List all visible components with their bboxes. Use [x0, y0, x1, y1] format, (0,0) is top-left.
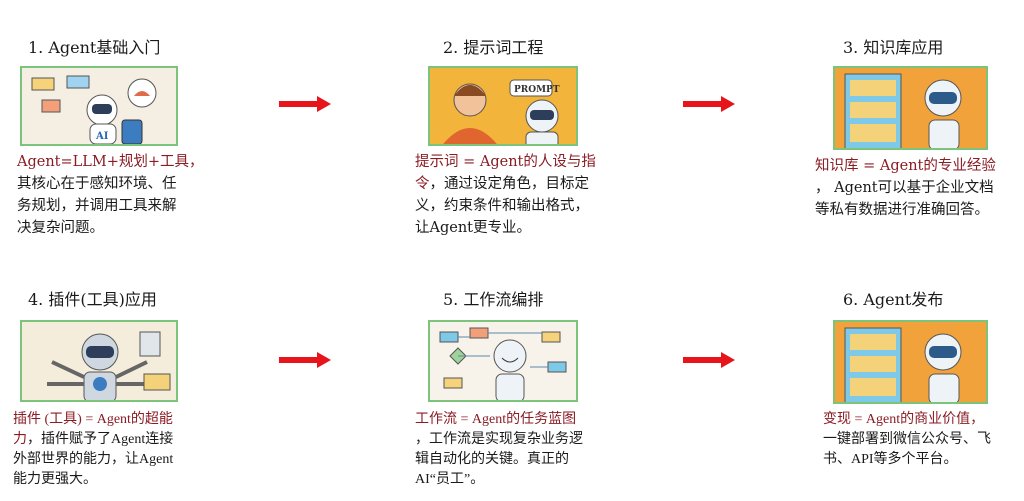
desc-line: AI“员工”。 [415, 472, 485, 487]
desc-line: 外部世界的能力，让Agent [13, 452, 174, 467]
desc-line: 能力更强大。 [13, 472, 97, 487]
arrow-right-icon [683, 352, 735, 368]
desc-line: 务规划，并调用工具来解 [17, 198, 177, 214]
arrow-right-icon [683, 96, 735, 112]
step-6-title: 6. Agent发布 [843, 290, 944, 309]
step-5-highlight: 工作流 = Agent的任务蓝图 [415, 412, 577, 427]
step-5-title: 5. 工作流编排 [443, 290, 544, 309]
desc-line: 让Agent更专业。 [415, 220, 531, 236]
step-4-highlight-end: 力 [13, 432, 27, 447]
step-3-description: 知识库 = Agent的专业经验 ， Agent可以基于企业文档 等私有数据进行… [815, 155, 996, 221]
step-1-image: AI [20, 66, 178, 146]
robot-workflow-illustration [439, 327, 567, 400]
step-1-description: Agent=LLM+规划+工具， 其核心在于感知环境、任 务规划，并调用工具来解… [17, 151, 204, 239]
step-6-description: 变现 = Agent的商业价值， 一键部署到微信公众号、飞 书、API等多个平台… [823, 410, 991, 470]
step-2-description: 提示词 = Agent的人设与指 令，通过设定角色，目标定 义，约束条件和输出格… [415, 151, 596, 239]
arrow-right-icon [279, 96, 331, 112]
step-4-image [20, 320, 178, 402]
step-2-highlight: 提示词 = Agent的人设与指 [415, 154, 596, 170]
step-5-description: 工作流 = Agent的任务蓝图 ，工作流是实现复杂业务逻 辑自动化的关键。真正… [415, 410, 583, 490]
prompt-label: PROMPT [514, 85, 560, 95]
step-6-image [833, 320, 988, 404]
step-2-title: 2. 提示词工程 [443, 38, 544, 57]
step-4-title: 4. 插件(工具)应用 [28, 290, 157, 309]
desc-line: 辑自动化的关键。真正的 [415, 452, 569, 467]
desc-line: ， Agent可以基于企业文档 [815, 180, 994, 196]
desc-line: 义，约束条件和输出格式， [415, 198, 589, 214]
step-3-title: 3. 知识库应用 [843, 38, 944, 57]
step-3-highlight: 知识库 = Agent的专业经验 [815, 158, 996, 174]
desc-line: 一键部署到微信公众号、飞 [823, 432, 991, 447]
robot-bookshelf-illustration [844, 73, 962, 148]
step-4-highlight: 插件 (工具) = Agent的超能 [13, 412, 173, 427]
desc-line: 等私有数据进行准确回答。 [815, 202, 989, 218]
robot-flowchart-illustration: AI [31, 75, 157, 144]
step-2-image: PROMPT [428, 66, 578, 146]
desc-line: ，工作流是实现复杂业务逻 [415, 432, 583, 447]
step-6-highlight: 变现 = Agent的商业价值， [823, 412, 985, 427]
desc-line: 决复杂问题。 [17, 220, 104, 236]
step-5-image [428, 320, 578, 402]
step-1-title: 1. Agent基础入门 [28, 38, 161, 57]
desc-line: 书、API等多个平台。 [823, 452, 958, 467]
desc-line: 其核心在于感知环境、任 [17, 176, 177, 192]
step-3-image [833, 66, 988, 150]
desc-line: ，通过设定角色，目标定 [429, 176, 590, 192]
robot-tools-illustration [47, 331, 171, 400]
robot-bookshelf-illustration [844, 327, 962, 402]
person-whispering-to-robot-illustration: PROMPT [443, 79, 560, 144]
step-4-description: 插件 (工具) = Agent的超能 力，插件赋予了Agent连接 外部世界的能… [13, 410, 173, 490]
arrow-right-icon [279, 352, 331, 368]
step-1-highlight: Agent=LLM+规划+工具， [17, 154, 204, 170]
desc-line: ，插件赋予了Agent连接 [27, 432, 174, 447]
ai-label: AI [95, 131, 109, 142]
step-2-highlight-end: 令 [415, 176, 430, 192]
